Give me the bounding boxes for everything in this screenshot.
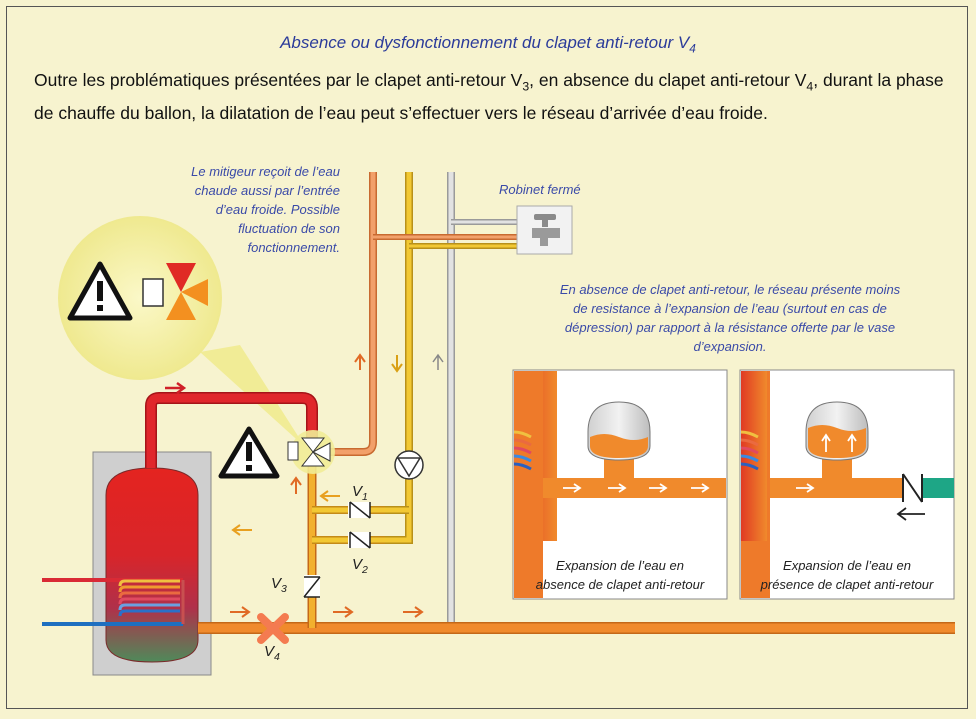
network-note: En absence de clapet anti-retour, le rés… <box>559 282 901 354</box>
check-valve-icon <box>303 575 321 598</box>
flow-arrow-up-grey <box>432 353 444 370</box>
mixed-outlet-pipe <box>330 172 376 455</box>
flow-arrow-down-yellow <box>391 355 403 373</box>
expansion-vessel-icon <box>587 401 651 461</box>
valve-label-v4: V4 <box>264 643 280 663</box>
mixer-note: Le mitigeur reçoit de l’eau chaude aussi… <box>191 164 340 255</box>
flow-arrow-right-3 <box>403 606 424 618</box>
tank <box>105 467 199 663</box>
expansion-vessel-icon <box>805 401 869 461</box>
mixing-valve-icon <box>287 437 331 467</box>
frame-border <box>6 6 968 709</box>
faucet-icon <box>516 205 573 255</box>
check-valve-icon <box>348 531 371 549</box>
flow-arrow-up-riser <box>290 476 302 494</box>
pump-icon <box>394 450 424 480</box>
intro-paragraph: Outre les problématiques présentées par … <box>34 70 944 123</box>
flow-arrow-right-1 <box>230 606 251 618</box>
caption-with-check-valve: Expansion de l’eau en présence de clapet… <box>760 558 934 592</box>
flow-arrow-up-orange <box>354 353 366 370</box>
warning-icon <box>67 261 133 321</box>
closed-tap-label: Robinet fermé <box>499 182 581 197</box>
cross-mark-icon <box>257 613 289 644</box>
caption-without-check-valve: Expansion de l’eau en absence de clapet … <box>535 558 705 592</box>
detail-without-check-valve <box>512 369 728 600</box>
page-title: Absence ou dysfonctionnement du clapet a… <box>280 33 696 56</box>
check-valve-icon <box>348 501 371 519</box>
detail-with-check-valve <box>739 369 955 600</box>
yellow-return-pipe <box>385 172 412 543</box>
heating-coil <box>118 579 180 617</box>
flow-arrow-right-2 <box>333 606 354 618</box>
valve-label-v3: V3 <box>271 575 287 595</box>
flow-arrow-hot <box>165 381 187 395</box>
flow-arrow-left-v1 <box>319 490 340 502</box>
mixing-valve-icon <box>142 263 208 320</box>
hot-pipe <box>146 393 317 468</box>
flow-arrow-left-mid <box>231 524 252 536</box>
valve-label-v1: V1 <box>352 483 368 503</box>
blocked-flow-arrow <box>896 507 925 521</box>
warning-bubble <box>58 216 222 380</box>
valve-label-v2: V2 <box>352 556 368 576</box>
check-valve-icon <box>902 473 923 503</box>
warning-icon <box>218 426 280 479</box>
